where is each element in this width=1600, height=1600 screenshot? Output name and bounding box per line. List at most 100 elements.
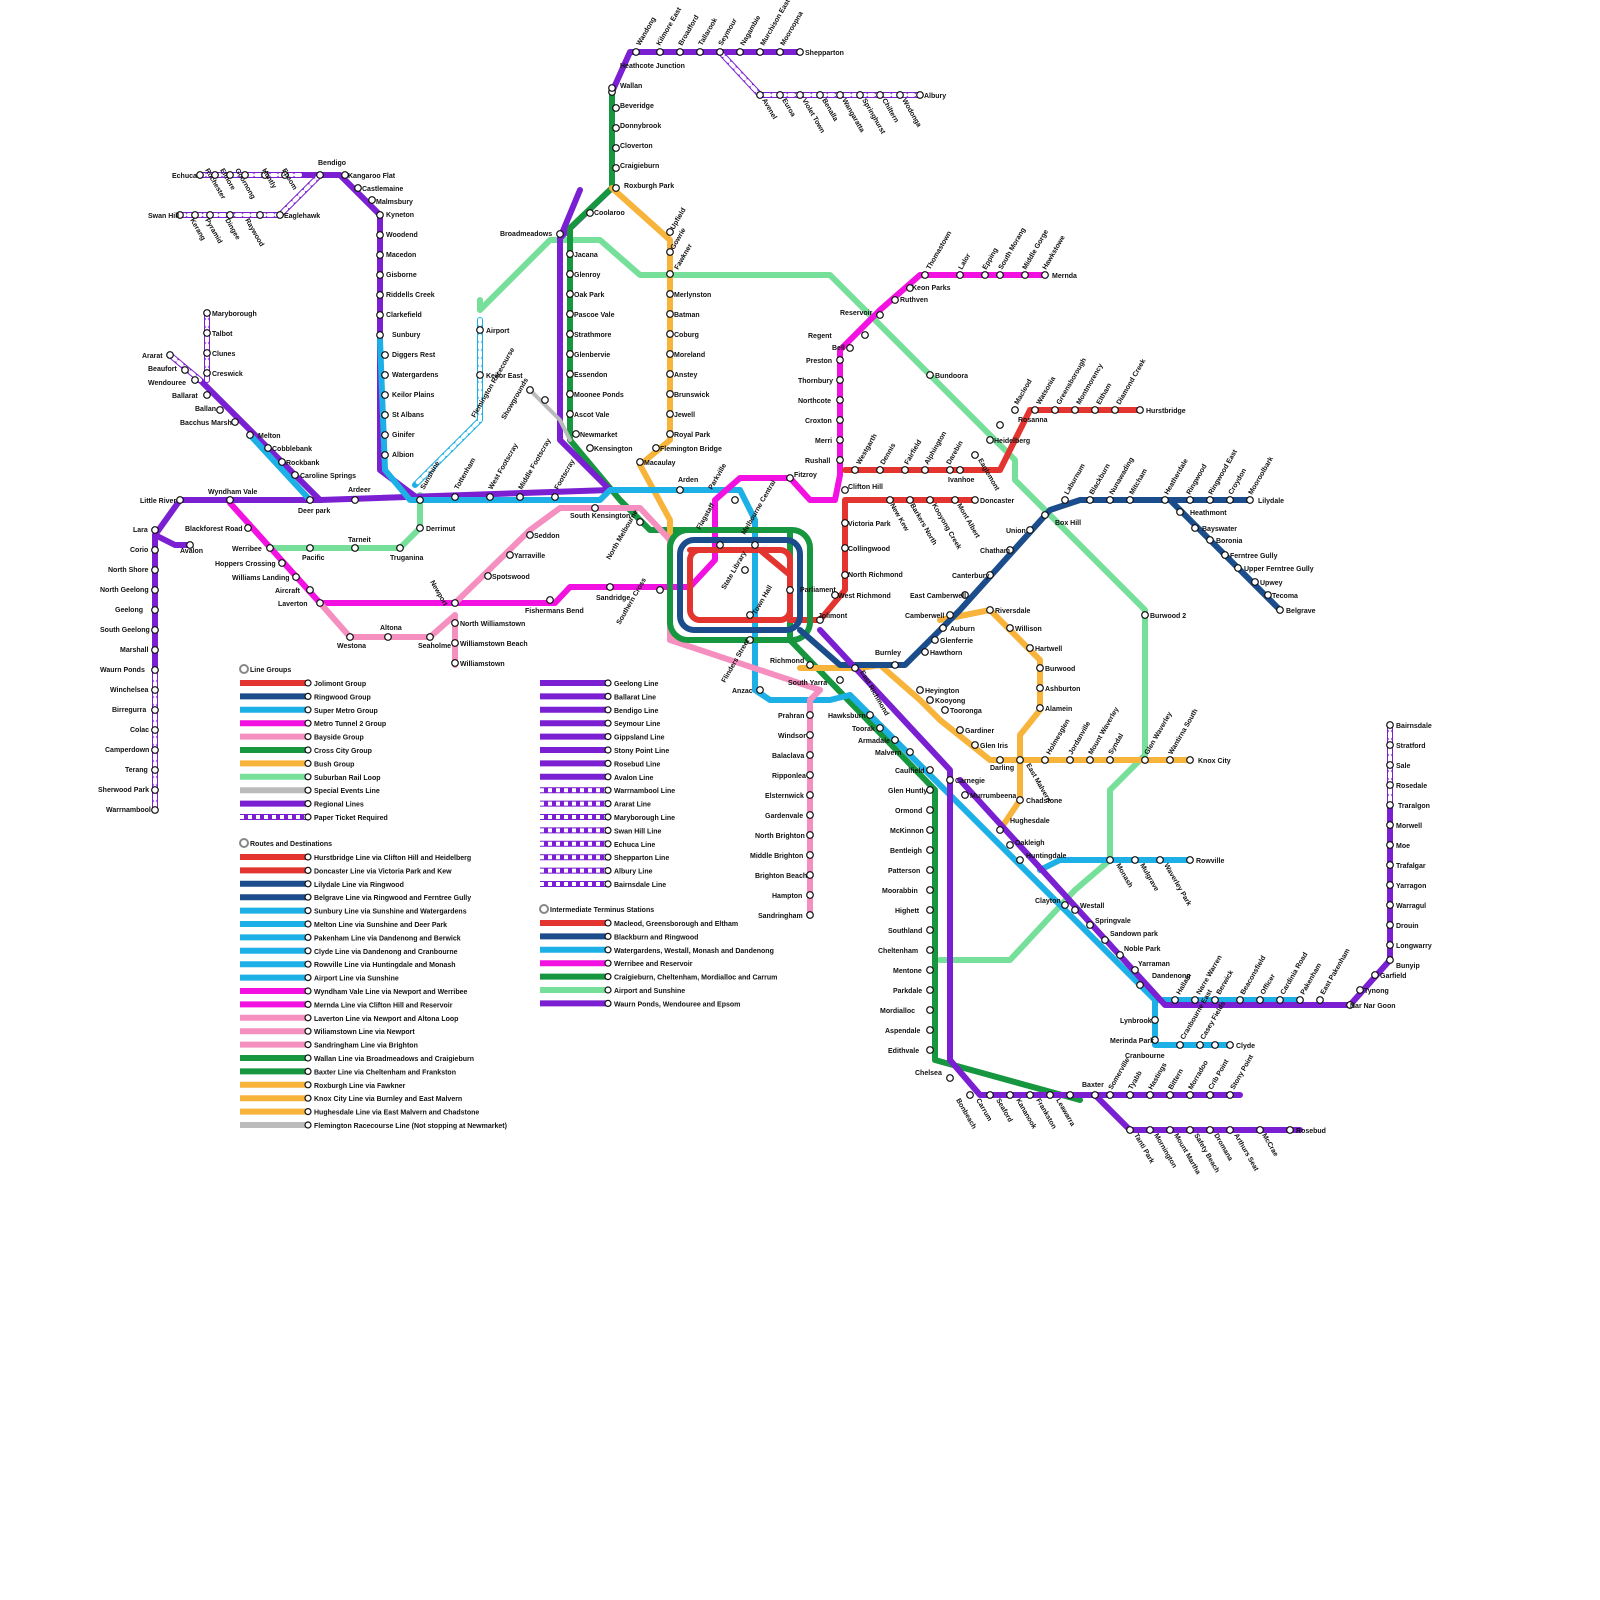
station-marker [1206, 496, 1214, 504]
legend-station-icon [304, 799, 312, 808]
station-label-royal-park: Royal Park [674, 432, 710, 439]
station-label-officer: Officer [1260, 973, 1277, 996]
station-label-keon-parks: Keon Parks [912, 285, 951, 292]
rowville-line [1037, 857, 1193, 873]
station-marker [1226, 1126, 1234, 1134]
station-label-rosanna: Rosanna [1018, 417, 1048, 424]
station-marker [381, 411, 389, 419]
station-label-hawksburn: Hawksburn [828, 713, 866, 720]
station-marker [151, 586, 159, 594]
station-label-laburnum: Laburnum [1064, 463, 1087, 496]
station-label-broadford: Broadford [678, 14, 701, 47]
station-label-tottenham: Tottenham [454, 457, 478, 491]
station-label-arthurs-seat: Arthurs Seat [1232, 1133, 1259, 1173]
station-label-yarraman: Yarraman [1138, 961, 1170, 968]
station-label-seymour: Seymour [718, 17, 739, 47]
station-marker [1131, 856, 1139, 864]
station-label-frankston: Frankston [1034, 1098, 1057, 1131]
station-marker [1206, 1126, 1214, 1134]
station-label-huntingdale: Huntingdale [1026, 853, 1067, 860]
station-marker [921, 648, 929, 656]
station-label-raywood: Raywood [243, 218, 265, 248]
station-marker [861, 331, 869, 339]
station-marker [151, 546, 159, 554]
station-label-mernda: Mernda [1052, 273, 1077, 280]
station-label-sale: Sale [1396, 763, 1411, 770]
station-label-merlynston: Merlynston [674, 292, 711, 299]
station-marker [1286, 1126, 1294, 1134]
station-label-heathmont: Heathmont [1190, 510, 1227, 517]
station-marker [926, 906, 934, 914]
station-marker [916, 91, 924, 99]
station-marker [381, 431, 389, 439]
station-marker [376, 311, 384, 319]
station-label-mccrae: McCrae [1260, 1133, 1279, 1158]
station-marker [1136, 981, 1144, 989]
station-marker [451, 493, 459, 501]
station-label-parliament: Parliament [800, 587, 836, 594]
station-marker [486, 493, 494, 501]
station-marker [566, 250, 574, 258]
station-label-deer-park: Deer park [298, 508, 330, 515]
station-label-traralgon: Traralgon [1398, 803, 1430, 810]
station-marker [806, 751, 814, 759]
station-marker [926, 986, 934, 994]
station-marker [1106, 856, 1114, 864]
station-marker [926, 946, 934, 954]
station-label-rockbank: Rockbank [286, 460, 320, 467]
station-marker [278, 458, 286, 466]
station-label-merinda-park: Merinda Park [1110, 1038, 1154, 1045]
station-label-berwick: Berwick [1216, 969, 1236, 996]
legend-station-icon [304, 1014, 312, 1022]
legend-item-label: Werribee and Reservoir [614, 961, 693, 968]
station-label-bentleigh: Bentleigh [890, 848, 922, 855]
station-label-north-shore: North Shore [108, 567, 149, 574]
station-marker [666, 270, 674, 278]
legend-item-label: Roxburgh Line via Fawkner [314, 1083, 406, 1090]
station-label-terang: Terang [125, 767, 148, 774]
legend-station-icon [304, 933, 312, 942]
geelong-line [152, 187, 613, 813]
station-marker [566, 390, 574, 398]
station-marker [566, 410, 574, 418]
station-label-hurstbridge: Hurstbridge [1146, 408, 1186, 415]
station-label-watsonia: Watsonia [1036, 376, 1058, 406]
station-label-bacchus-marsh: Bacchus Marsh [180, 420, 232, 427]
station-label-sandown-park: Sandown park [1110, 931, 1158, 938]
station-label-avalon: Avalon [180, 548, 203, 555]
station-marker [836, 676, 844, 684]
station-label-westall: Westall [1080, 903, 1104, 910]
station-marker [796, 48, 804, 56]
station-marker [1186, 756, 1194, 764]
station-label-ripponlea: Ripponlea [772, 773, 806, 780]
station-marker [996, 756, 1004, 764]
legend-item-label: Echuca Line [614, 842, 655, 849]
station-label-burwood: Burwood [1045, 666, 1075, 673]
station-marker [376, 271, 384, 279]
station-marker [151, 706, 159, 714]
station-label-blackforest-road: Blackforest Road [185, 526, 243, 533]
station-label-new-kew: New Kew [888, 503, 910, 534]
station-marker [612, 164, 620, 172]
city-loop-crosscity [667, 527, 813, 643]
station-marker [666, 310, 674, 318]
station-marker [151, 646, 159, 654]
station-label-lilydale: Lilydale [1258, 498, 1284, 505]
station-marker [1156, 856, 1164, 864]
station-marker [151, 626, 159, 634]
legend-item-label: Albury Line [614, 869, 653, 876]
station-marker [846, 344, 854, 352]
station-label-tallarook: Tallarook [698, 17, 719, 47]
station-label-diggers-rest: Diggers Rest [392, 352, 436, 359]
station-marker [281, 171, 289, 179]
station-label-eaglemont: Eaglemont [976, 458, 1000, 493]
station-marker [1131, 966, 1139, 974]
station-marker [566, 350, 574, 358]
station-marker [986, 436, 994, 444]
station-label-riversdale: Riversdale [995, 608, 1031, 615]
station-marker [276, 211, 284, 219]
station-marker [231, 418, 239, 426]
station-label-talbot: Talbot [212, 331, 233, 338]
station-marker [181, 366, 189, 374]
jolimont-line [687, 497, 978, 623]
